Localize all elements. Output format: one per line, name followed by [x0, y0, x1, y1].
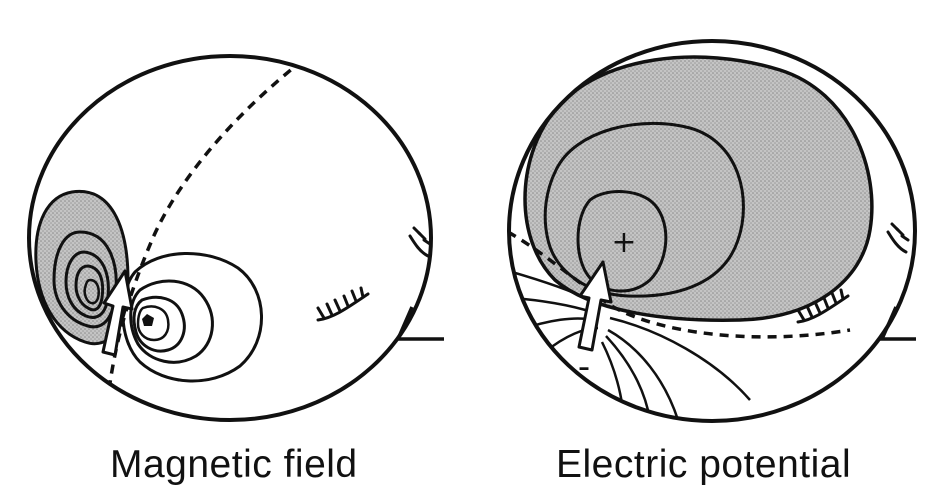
- flux-peak-marker: [142, 314, 154, 326]
- magnetic-field-caption: Magnetic field: [110, 443, 358, 486]
- electric-potential-panel: + -: [507, 39, 917, 423]
- flux-contour-positive-4: [136, 305, 170, 342]
- potential-contour-3: [576, 190, 668, 293]
- zero-flux-dashed-line: [106, 58, 305, 399]
- flux-contour-4: [74, 264, 105, 312]
- eye-lashes-icon: [316, 286, 370, 322]
- flux-contour-2: [52, 230, 118, 329]
- dipole-arrow-icon: [101, 269, 134, 357]
- eye-lashes-icon: [408, 226, 432, 258]
- flux-contour-positive-3: [132, 295, 186, 353]
- eye-lashes-icon: [886, 222, 910, 254]
- magnetic-field-panel: [27, 54, 444, 422]
- flux-contour-positive-outer: [121, 252, 263, 383]
- zero-potential-dashed-line: [509, 230, 851, 339]
- head-outline-right: [507, 39, 917, 423]
- potential-contour-outer-shaded: [523, 55, 874, 322]
- flux-contour-3: [64, 250, 110, 319]
- positive-potential-marker: +: [611, 225, 636, 260]
- nose-icon: [879, 306, 916, 341]
- head-outline-left: [27, 54, 433, 422]
- potential-contour-2: [543, 121, 745, 298]
- flux-contour-5: [83, 278, 100, 305]
- electric-potential-caption: Electric potential: [556, 443, 852, 486]
- flux-contour-positive-2: [129, 279, 214, 364]
- nose-icon: [395, 306, 444, 341]
- eye-lashes-icon: [796, 288, 850, 324]
- dipole-arrow-icon: [577, 260, 613, 352]
- negative-potential-marker: -: [578, 347, 590, 387]
